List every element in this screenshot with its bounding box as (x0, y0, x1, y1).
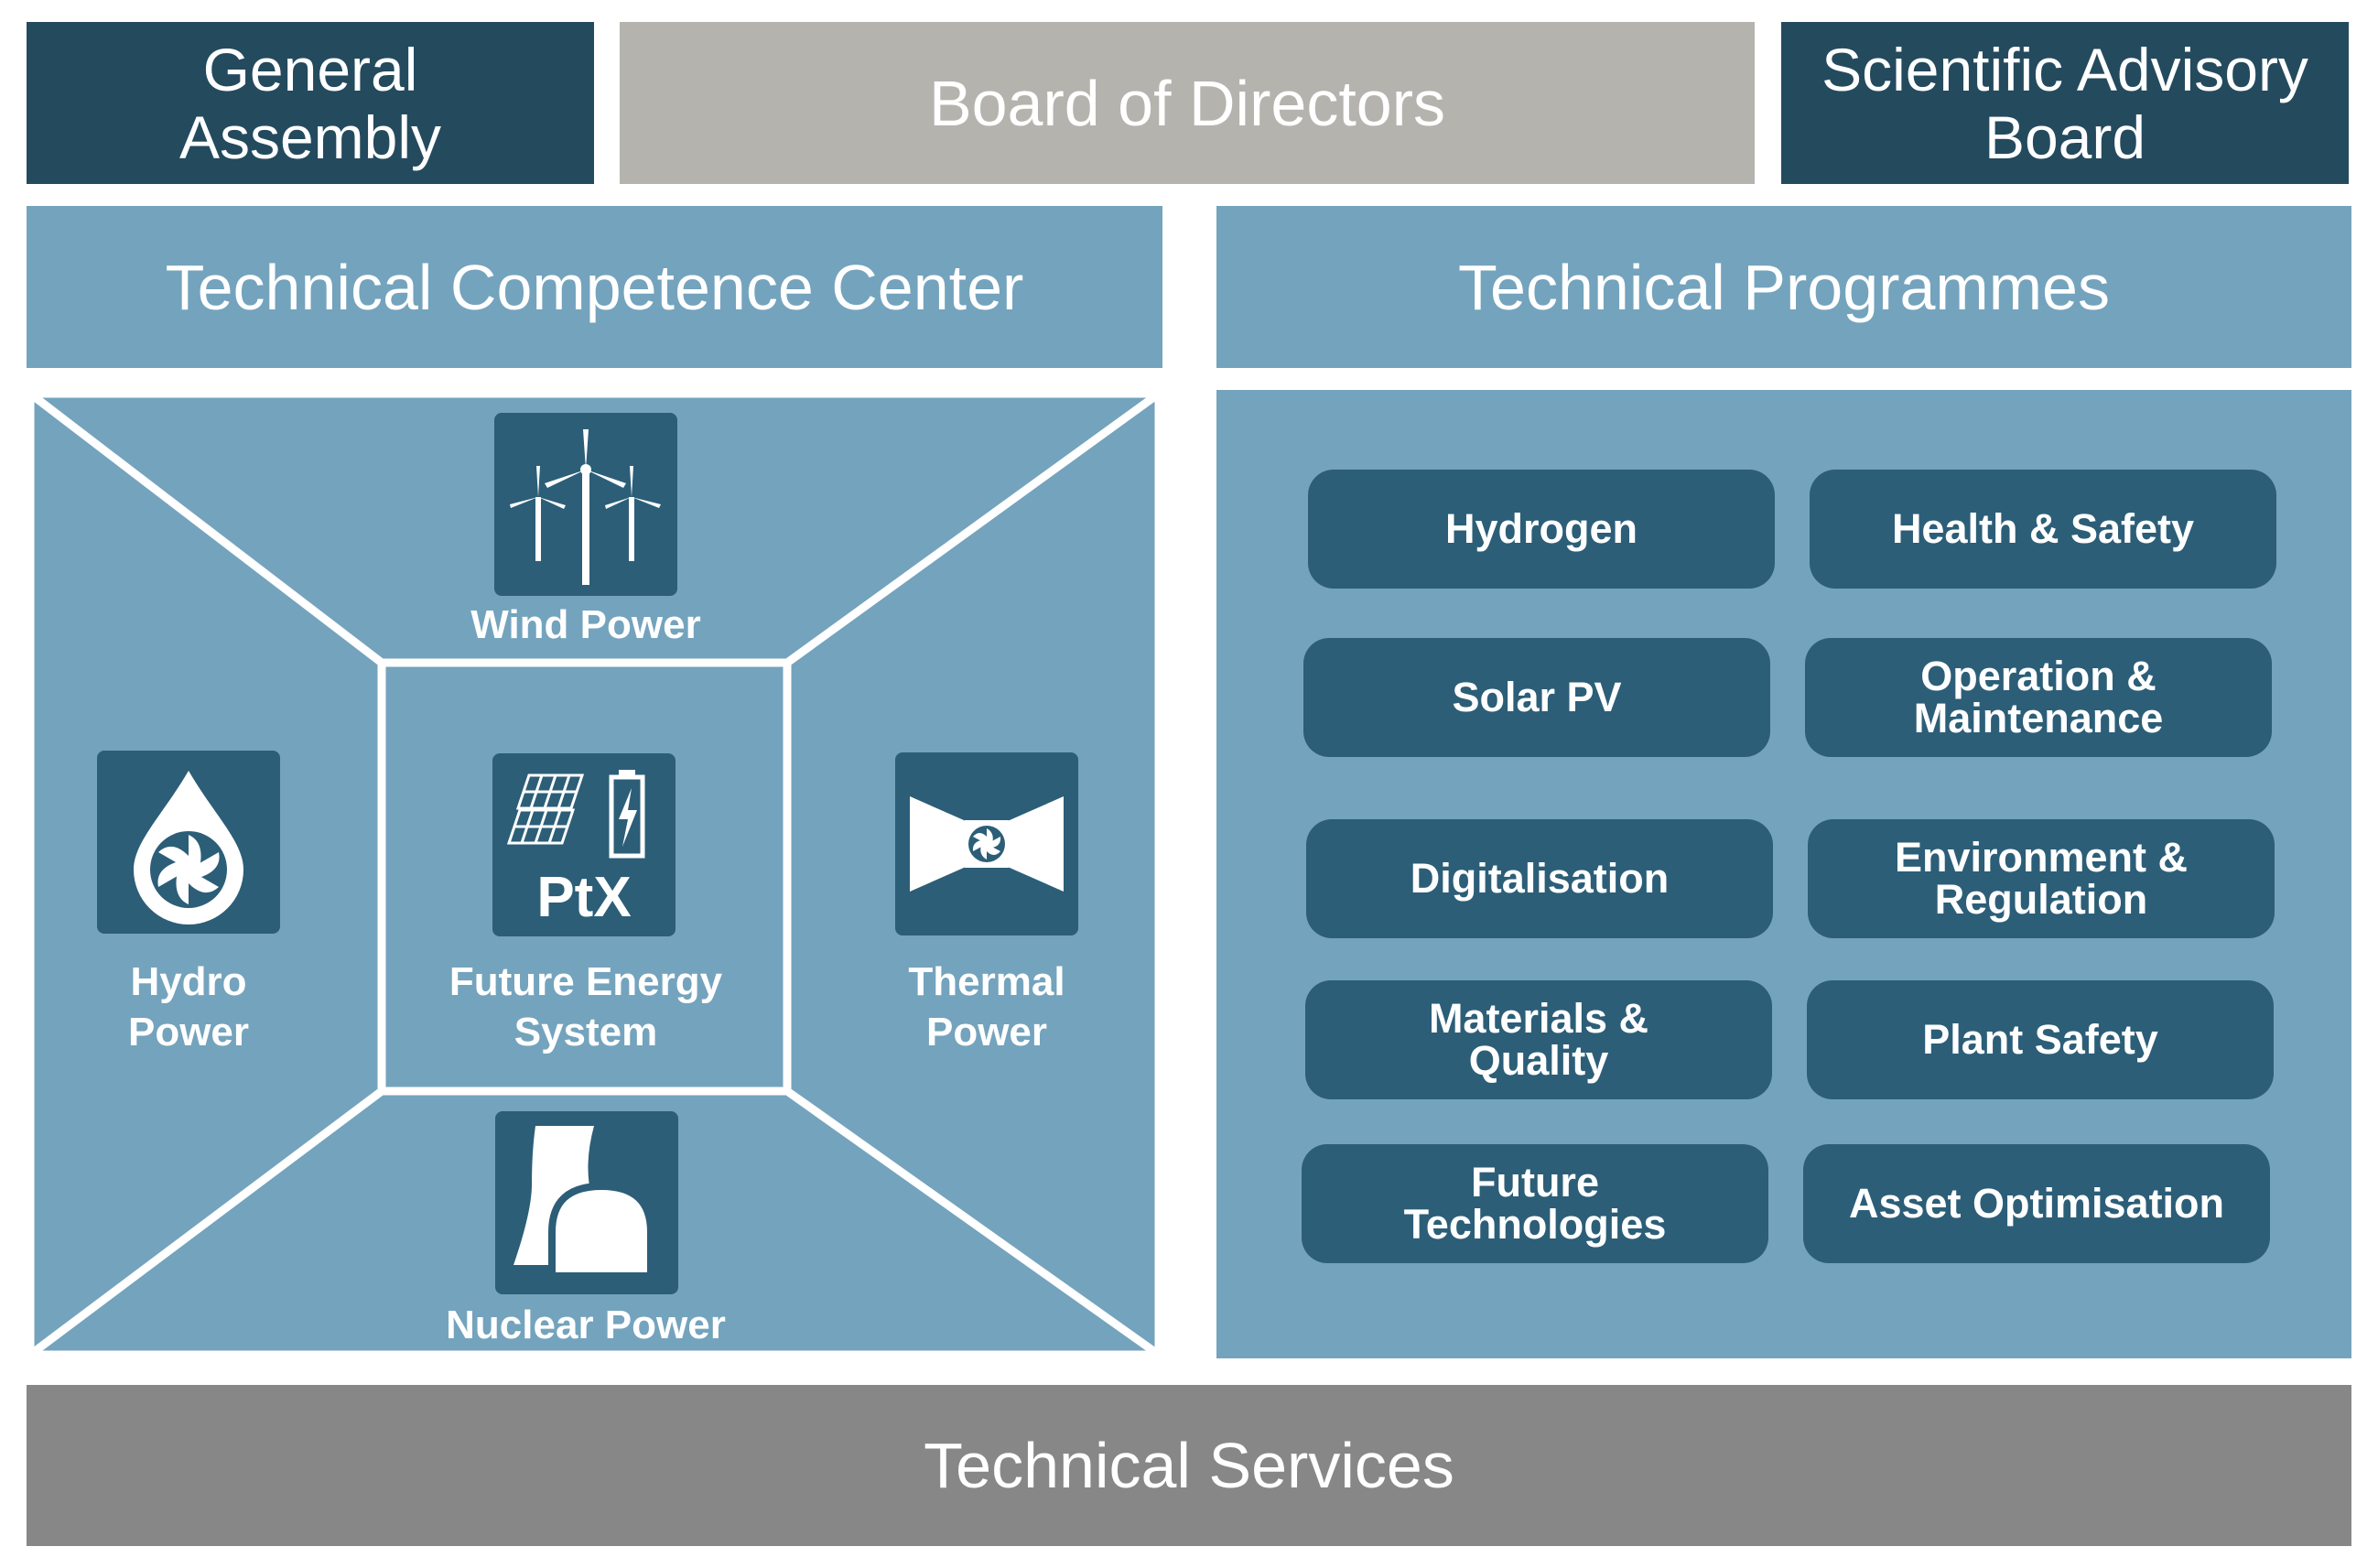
hydro-power-tile (97, 751, 280, 934)
wind-power-label: Wind Power (470, 602, 701, 647)
scientific-advisory-board-box: Scientific Advisory Board (1781, 22, 2349, 184)
competence-center-title: Technical Competence Center (165, 251, 1024, 323)
general-assembly-box: General Assembly (27, 22, 594, 184)
nuclear-power-label: Nuclear Power (446, 1303, 726, 1347)
future-energy-tile: PtX (492, 753, 676, 936)
thermal-power-label: Thermal Power (908, 959, 1065, 1054)
competence-frame-lines (27, 390, 1162, 1358)
programme-future-technologies: Future Technologies (1302, 1144, 1768, 1263)
programme-operation-maintenance: Operation & Maintenance (1805, 638, 2272, 757)
nuclear-power-tile (495, 1111, 678, 1294)
programme-plant-safety: Plant Safety (1807, 980, 2274, 1099)
programme-hydrogen: Hydrogen (1308, 470, 1775, 589)
cooling-tower-icon (513, 1126, 654, 1280)
competence-center-header: Technical Competence Center (27, 206, 1162, 368)
board-of-directors-label: Board of Directors (928, 67, 1446, 139)
wind-turbines-icon (510, 429, 661, 585)
programme-health-safety: Health & Safety (1810, 470, 2276, 589)
general-assembly-label: General Assembly (178, 35, 442, 171)
future-energy-label: Future Energy System (449, 959, 723, 1054)
thermal-power-tile (895, 752, 1078, 935)
ptx-solar-battery-icon: PtX (506, 770, 645, 929)
programmes-title: Technical Programmes (1458, 251, 2110, 323)
programme-materials-quality: Materials & Quality (1305, 980, 1772, 1099)
scientific-advisory-board-label: Scientific Advisory Board (1821, 35, 2308, 171)
technical-services-bar: Technical Services (27, 1385, 2351, 1546)
board-of-directors-box: Board of Directors (620, 22, 1755, 184)
programmes-header: Technical Programmes (1216, 206, 2351, 368)
gas-turbine-icon (910, 796, 1064, 892)
programme-digitalisation: Digitalisation (1306, 819, 1773, 938)
programme-environment-regulation: Environment & Regulation (1808, 819, 2275, 938)
hydro-power-label: Hydro Power (127, 959, 250, 1054)
water-drop-turbine-icon (134, 771, 243, 925)
wind-power-tile (494, 413, 677, 596)
programme-asset-optimisation: Asset Optimisation (1803, 1144, 2270, 1263)
ptx-text: PtX (536, 866, 631, 929)
technical-services-label: Technical Services (924, 1430, 1454, 1501)
programme-solar-pv: Solar PV (1303, 638, 1770, 757)
